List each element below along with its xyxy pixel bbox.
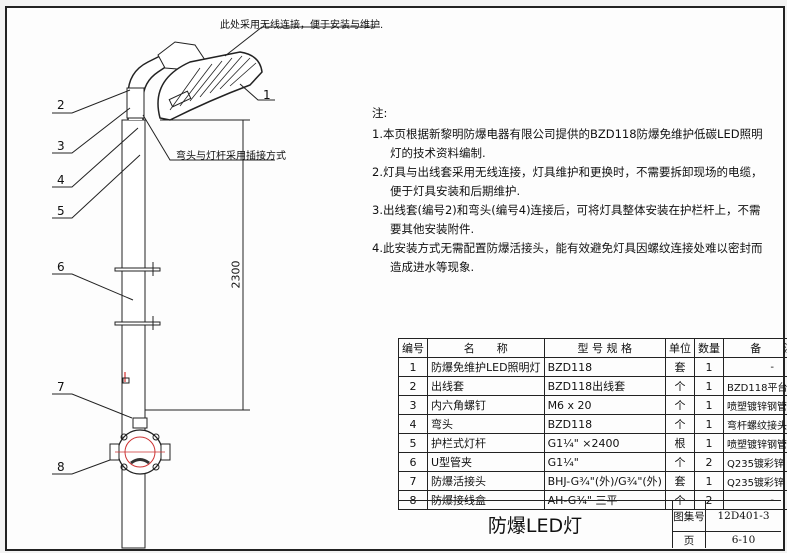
note-item: 4.此安装方式无需配置防爆活接头，能有效避免灯具因螺纹连接处难以密封而造成进水等… (372, 241, 763, 274)
cell-name: U型管夹 (427, 452, 545, 472)
cell-qty: 1 (693, 357, 724, 377)
cell-spec: BHJ-G¾"(外)/G¾"(外) (543, 471, 666, 491)
cell-no: 1 (398, 357, 428, 377)
note-item: 1.本页根据新黎明防爆电器有限公司提供的BZD118防爆免维护低碳LED照明灯的… (372, 127, 763, 160)
cell-unit: 套 (664, 471, 695, 491)
explosion-proof-union (132, 417, 148, 429)
cell-unit: 根 (664, 433, 695, 453)
cell-name: 弯头 (427, 414, 545, 434)
cell-unit: 个 (664, 414, 695, 434)
cell-spec: BZD118 (543, 414, 666, 434)
cell-name: 出线套 (427, 376, 545, 396)
cell-spec: G1¼" ×2400 (543, 433, 666, 453)
cell-remark: - (722, 357, 787, 377)
cell-remark: BZD118平台式专用 (722, 376, 787, 396)
cell-name: 防爆活接头 (427, 471, 545, 491)
cell-spec: BZD118 (543, 357, 666, 377)
outlet-sleeve (126, 87, 145, 119)
part-label-1: 1 (263, 88, 271, 102)
cell-qty: 1 (693, 471, 724, 491)
cell-qty: 2 (693, 452, 724, 472)
table-row: 2出线套BZD118出线套个1BZD118平台式专用 (398, 376, 787, 396)
junction-box (109, 429, 171, 475)
cell-remark: 喷塑镀锌钢管 (722, 395, 787, 415)
cell-qty: 1 (693, 395, 724, 415)
drawing-title: 防爆LED灯 (487, 515, 583, 537)
part-label-6: 6 (57, 260, 65, 274)
part-label-5: 5 (57, 204, 65, 218)
part-label-7: 7 (57, 380, 65, 394)
note-item: 2.灯具与出线套采用无线连接，灯具维护和更换时，不需要拆卸现场的电缆，便于灯具安… (372, 165, 763, 198)
page-number: 6-10 (705, 531, 781, 548)
cell-no: 7 (398, 471, 428, 491)
callout-wireless-connection: 此处采用无线连接，便于安装与维护. (220, 20, 384, 31)
cell-remark: 弯杆螺纹接头 (722, 414, 787, 434)
cell-qty: 1 (693, 376, 724, 396)
led-lamp (157, 41, 263, 121)
cell-spec: BZD118出线套 (543, 376, 666, 396)
cell-unit: 个 (664, 452, 695, 472)
u-clamps (114, 262, 161, 330)
part-label-8: 8 (57, 460, 65, 474)
part-label-4: 4 (57, 173, 65, 187)
cell-unit: 个 (664, 376, 695, 396)
cell-name: 防爆免维护LED照明灯 (427, 357, 545, 377)
cell-no: 6 (398, 452, 428, 472)
cell-remark: Q235镀彩锌 (722, 471, 787, 491)
note-item: 3.出线套(编号2)和弯头(编号4)连接后，可将灯具整体安装在护栏杆上，不需要其… (372, 203, 761, 236)
cell-no: 2 (398, 376, 428, 396)
header-remark: 备 注 (722, 338, 787, 358)
cell-no: 5 (398, 433, 428, 453)
header-no: 编号 (398, 338, 428, 358)
cell-no: 3 (398, 395, 428, 415)
parts-table: 编号 名 称 型 号 规 格 单位 数量 备 注 1防爆免维护LED照明灯BZD… (398, 338, 787, 510)
notes-heading: 注: (372, 106, 388, 120)
cell-qty: 1 (693, 414, 724, 434)
cell-spec: G1¼" (543, 452, 666, 472)
table-header-row: 编号 名 称 型 号 规 格 单位 数量 备 注 (398, 338, 787, 358)
header-name: 名 称 (427, 338, 545, 358)
cell-qty: 1 (693, 433, 724, 453)
part-label-2: 2 (57, 98, 65, 112)
header-spec: 型 号 规 格 (543, 338, 666, 358)
cell-spec: M6 x 20 (543, 395, 666, 415)
callout-plug-connection: 弯头与灯杆采用插接方式 (176, 151, 286, 162)
cell-unit: 套 (664, 357, 695, 377)
cell-no: 4 (398, 414, 428, 434)
part-label-3: 3 (57, 139, 65, 153)
cell-remark: 喷塑镀锌钢管 (722, 433, 787, 453)
notes: 注: 1.本页根据新黎明防爆电器有限公司提供的BZD118防爆免维护低碳LED照… (372, 104, 772, 277)
atlas-label: 图集号 (672, 501, 705, 531)
cell-remark: Q235镀彩锌 (722, 452, 787, 472)
cell-name: 护栏式灯杆 (427, 433, 545, 453)
header-qty: 数量 (693, 338, 724, 358)
cell-name: 内六角螺钉 (427, 395, 545, 415)
cell-unit: 个 (664, 395, 695, 415)
page-label: 页 (672, 531, 705, 548)
atlas-number: 12D401-3 (705, 501, 781, 531)
dimension-label: 2300 (229, 260, 243, 289)
pole (121, 119, 146, 549)
header-unit: 单位 (664, 338, 695, 358)
title-block: 防爆LED灯 图集号 12D401-3 页 6-10 (398, 500, 781, 548)
